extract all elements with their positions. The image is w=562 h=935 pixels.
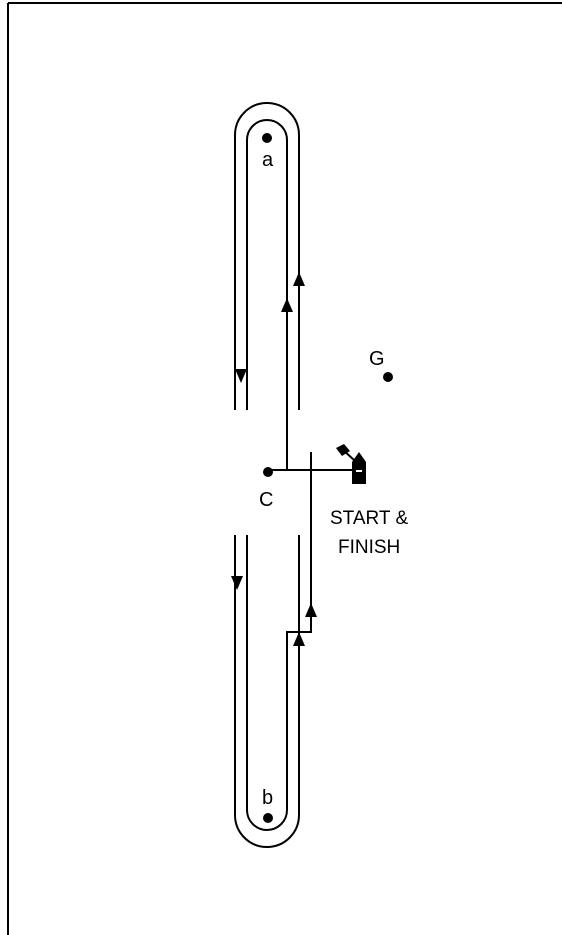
flag-icon <box>336 444 355 461</box>
start-finish-label-line1: START & <box>330 508 408 529</box>
arrow-up-lower-outer <box>305 603 317 617</box>
arrow-down-lower <box>231 576 243 590</box>
mark-c-label: C <box>259 489 273 511</box>
arrow-up-upper-outer <box>293 272 305 286</box>
upper-loop-inner <box>246 119 288 470</box>
arrow-up-lower-inner <box>293 632 305 646</box>
lower-loop-outer <box>234 535 300 848</box>
mark-c-dot <box>263 467 273 477</box>
mark-g-dot <box>383 372 393 382</box>
mark-b-label: b <box>262 787 273 809</box>
lower-loop-inner <box>246 452 312 831</box>
arrow-down-upper <box>235 369 247 383</box>
mark-a-dot <box>262 133 272 143</box>
committee-boat-icon <box>352 452 366 484</box>
mark-g-label: G <box>369 348 385 370</box>
mark-b-dot <box>263 813 273 823</box>
upper-loop-outer <box>234 102 300 410</box>
arrow-up-upper-inner <box>281 298 293 312</box>
mark-a-label: a <box>262 149 274 171</box>
start-finish-label-line2: FINISH <box>338 537 400 558</box>
